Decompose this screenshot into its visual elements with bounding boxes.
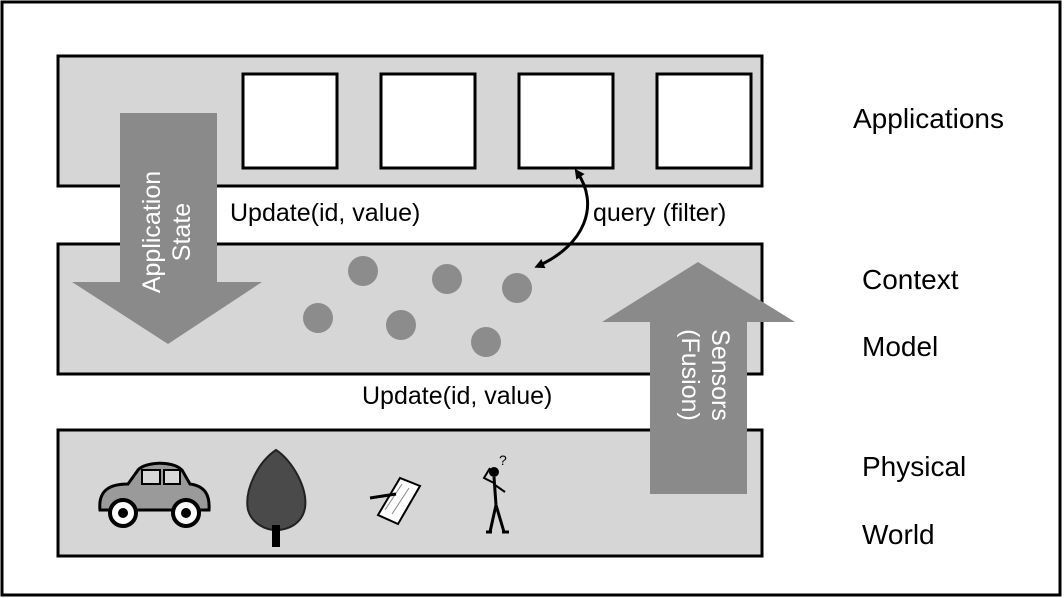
svg-text:(Fusion): (Fusion) (676, 329, 704, 421)
model-label: Model (862, 331, 938, 362)
bottom-update-label: Update(id, value) (362, 382, 552, 410)
application-state-arrow (72, 113, 262, 344)
context-label: Context (862, 264, 959, 295)
sensors-fusion-arrow (602, 262, 795, 494)
context-entity-dot (386, 310, 416, 340)
context-entity-dot (303, 303, 333, 333)
svg-text:Application: Application (138, 171, 166, 293)
svg-text:?: ? (499, 452, 507, 468)
query-filter-label: query (filter) (593, 199, 726, 227)
context-entity-dot (502, 273, 532, 303)
person-icon: ? (482, 452, 509, 534)
sensors-fusion-label: Sensors (Fusion) (676, 329, 734, 421)
world-label: World (862, 519, 935, 550)
car-icon (98, 461, 211, 528)
context-entity-dot (432, 264, 462, 294)
application-state-label: Application State (138, 171, 196, 293)
notepad-icon (369, 476, 422, 526)
application-box (517, 72, 615, 170)
svg-text:Sensors: Sensors (706, 329, 734, 421)
tree-icon (246, 448, 307, 547)
top-update-label: Update(id, value) (230, 199, 420, 227)
applications-label: Applications (853, 103, 1004, 134)
application-box (655, 72, 753, 170)
svg-text:State: State (168, 203, 196, 261)
query-arrow (534, 168, 590, 269)
application-box (379, 72, 477, 170)
application-box (241, 72, 339, 170)
context-entity-dot (471, 327, 501, 357)
physical-label: Physical (862, 451, 966, 482)
context-entity-dot (348, 256, 378, 286)
